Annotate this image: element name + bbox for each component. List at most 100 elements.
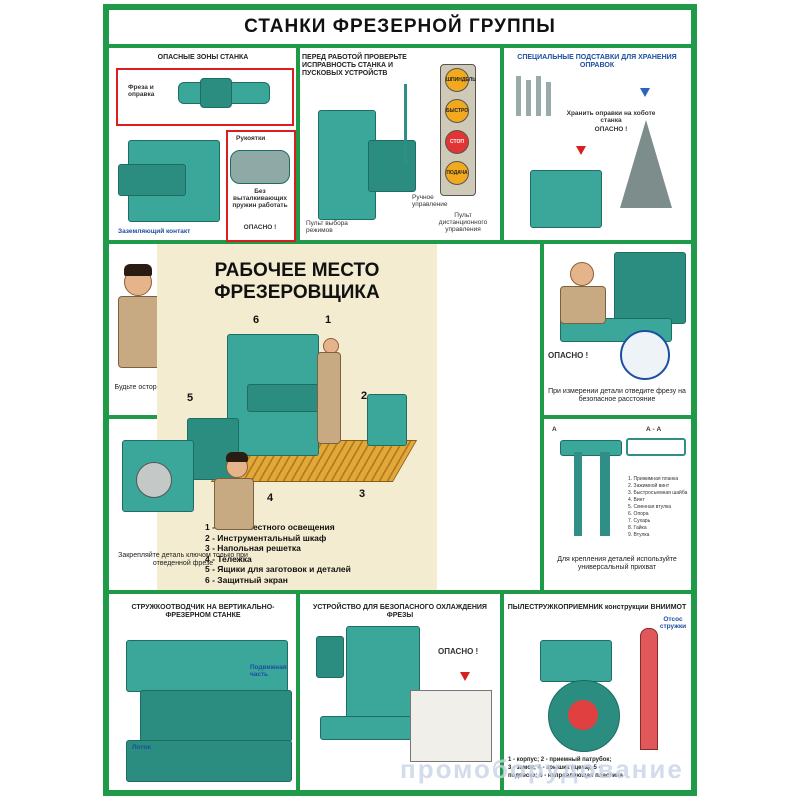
- divider: [103, 590, 697, 594]
- divider: [540, 244, 544, 590]
- clamp-plate-illustration: [560, 440, 622, 456]
- poster-title: СТАНКИ ФРЕЗЕРНОЙ ГРУППЫ: [109, 10, 691, 44]
- legend-item: 5 - Ящики для заготовок и деталей: [205, 564, 351, 574]
- arrow-icon: [576, 146, 586, 155]
- panel-caption: СТРУЖКООТВОДЧИК НА ВЕРТИКАЛЬНО-ФРЕЗЕРНОМ…: [131, 604, 275, 619]
- panel-caption: При измерении детали отведите фрезу на б…: [548, 388, 686, 403]
- detail-inset: [410, 690, 492, 762]
- worker-head: [570, 262, 594, 286]
- coolant-nozzle-illustration: [316, 636, 344, 678]
- machine-table-illustration: [247, 384, 329, 412]
- callout-number: 3: [359, 488, 366, 500]
- machine-head-illustration: [614, 252, 686, 324]
- callout-number: 4: [267, 492, 274, 504]
- spindle-light: ШПИНДЕЛЬ: [445, 68, 476, 92]
- divider: [544, 415, 691, 419]
- callout-number: 1: [325, 314, 332, 326]
- worker-hair: [226, 452, 248, 462]
- worker-body: [560, 286, 606, 324]
- cutter-illustration: [136, 462, 172, 498]
- panel-caption: ПЫЛЕСТРУЖКОПРИЕМНИК конструкции ВНИИМОТ: [507, 604, 687, 611]
- arrow-icon: [640, 88, 650, 97]
- machine-base-illustration: [126, 740, 292, 782]
- legend-item: 6 - Защитный экран: [205, 574, 288, 585]
- clamp-screw-illustration: [574, 452, 582, 536]
- callout-number: 5: [187, 392, 194, 404]
- panel-workplace: РАБОЧЕЕ МЕСТО ФРЕЗЕРОВЩИКА 6 1 2 3 4 5 1…: [157, 244, 437, 590]
- clamp-part: 3. Быстросъемная шайба: [628, 490, 688, 496]
- legend-item: 3 - замок; 4 - крышка (щека); 5 -: [508, 765, 601, 771]
- arbor-stand-illustration: [620, 120, 672, 208]
- workplace-legend: 1 - Лампа местного освещения 2 - Инструм…: [205, 522, 351, 585]
- callout-number: 2: [361, 390, 368, 402]
- panel-caption: Для крепления деталей используйте универ…: [557, 556, 677, 571]
- stop-light: СТОП: [445, 130, 469, 154]
- legend-item: 1 - Лампа местного освещения: [205, 522, 335, 532]
- panel-caption: ОПАСНЫЕ ЗОНЫ СТАНКА: [157, 54, 249, 61]
- workplace-title-line-2: ФРЕЗЕРОВЩИКА: [214, 282, 380, 303]
- springs-label: Без выталкивающих пружин работать: [232, 188, 288, 209]
- machine-table-illustration: [118, 164, 186, 196]
- handle-illustration: [230, 150, 290, 184]
- worker-body: [317, 352, 341, 444]
- watermark: промоборудование: [400, 754, 684, 784]
- stand-warning: Хранить оправки на хоботе станка: [566, 110, 656, 124]
- tray-label: Лоток: [132, 744, 151, 751]
- tool-cabinet-illustration: [367, 394, 407, 446]
- danger-frame: [226, 130, 296, 242]
- arrow-icon: [460, 672, 470, 681]
- movable-part-label: Подвижная часть: [250, 664, 287, 678]
- manual-label: Ручное управление: [412, 194, 448, 208]
- clamp-part: 9. Втулка: [628, 532, 650, 538]
- divider: [500, 594, 504, 790]
- divider: [296, 594, 300, 790]
- divider: [103, 240, 697, 244]
- remote-label: Пульт дистанционного управления: [438, 212, 488, 233]
- clamp-part: 1. Прижимная планка: [628, 476, 679, 482]
- panel-caption: ПЕРЕД РАБОТОЙ ПРОВЕРЬТЕ ИСПРАВНОСТЬ СТАН…: [302, 54, 407, 77]
- handle-label: Рукоятки: [236, 135, 266, 142]
- measure-danger: ОПАСНО !: [548, 351, 589, 360]
- fast-light: БЫСТРО: [445, 99, 469, 123]
- cooling-danger: ОПАСНО !: [438, 647, 479, 656]
- clamp-part: 2. Зажимной винт: [628, 483, 670, 489]
- worker-body: [214, 478, 254, 530]
- mode-label: Пульт выбора режимов: [306, 220, 348, 234]
- feed-light: ПОДАЧА: [445, 161, 469, 185]
- machine-head-illustration: [346, 626, 420, 718]
- legend-item: 1 - корпус; 2 - приемный патрубок;: [508, 757, 612, 763]
- dust-legend: 1 - корпус; 2 - приемный патрубок; 3 - з…: [508, 756, 623, 780]
- machine-head-illustration: [368, 140, 416, 192]
- panel-caption: УСТРОЙСТВО ДЛЯ БЕЗОПАСНОГО ОХЛАЖДЕНИЯ ФР…: [313, 604, 487, 619]
- section-label: А - А: [646, 426, 662, 433]
- clamp-part: 5. Сменная втулка: [628, 504, 672, 510]
- legend-item: 2 - Инструментальный шкаф: [205, 532, 327, 543]
- legend-item: подвеска; 6 - направляющая пластина: [508, 773, 623, 779]
- milling-machine-illustration: [318, 110, 376, 220]
- cutter-label: Фреза и оправка: [128, 84, 155, 98]
- callout-number: 6: [253, 314, 260, 326]
- workplace-title-line-1: РАБОЧЕЕ МЕСТО: [214, 260, 380, 281]
- cutter-illustration: [568, 700, 598, 730]
- ground-label: Заземляющий контакт: [118, 228, 191, 235]
- springs-danger: ОПАСНО !: [243, 224, 277, 231]
- clamp-part: 4. Винт: [628, 497, 645, 503]
- machine-illustration: [530, 170, 602, 228]
- suction-pipe-illustration: [640, 628, 658, 750]
- flow-label: Отсос стружки: [659, 616, 687, 630]
- legend-item: 3 - Напольная решетка: [205, 543, 301, 553]
- cutter-illustration: [200, 78, 232, 108]
- clamp-part: 6. Опора: [628, 511, 649, 517]
- legend-item: 4 - Тележка: [205, 553, 252, 564]
- clamp-support-illustration: [600, 452, 610, 536]
- machine-table-illustration: [140, 690, 292, 742]
- stand-danger: ОПАСНО !: [594, 126, 628, 133]
- lamp-stand-illustration: [404, 84, 407, 164]
- arbors-illustration: [512, 76, 562, 116]
- divider: [500, 48, 504, 240]
- clamp-section-illustration: [626, 438, 686, 456]
- divider: [103, 44, 697, 48]
- worker-hair: [124, 264, 152, 276]
- panel-caption: Закрепляйте деталь ключом только при отв…: [118, 552, 248, 567]
- divider: [296, 48, 300, 240]
